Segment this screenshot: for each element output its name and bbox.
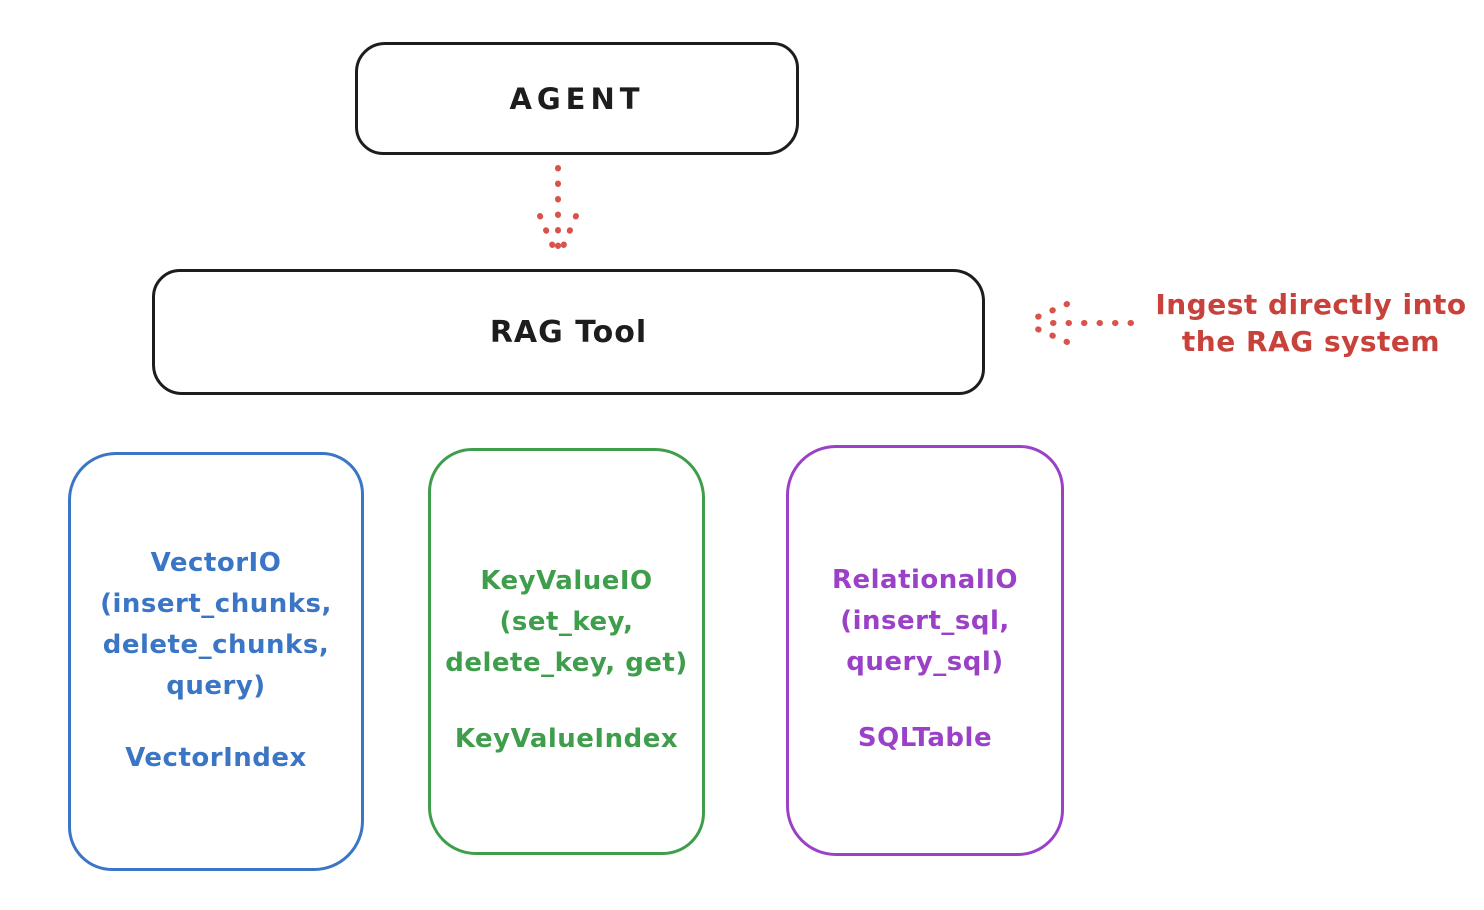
keyvalue-index-label: KeyValueIndex bbox=[454, 724, 679, 754]
dotted-arrow-down-icon bbox=[537, 165, 579, 259]
relational-io-line: query_sql) bbox=[846, 647, 1004, 677]
relational-io-line: RelationalIO bbox=[831, 565, 1019, 595]
keyvalue-io-line: delete_key, get) bbox=[445, 648, 688, 678]
keyvalue-io-line: (set_key, bbox=[499, 607, 634, 637]
ingest-annotation: Ingest directly into the RAG system bbox=[1138, 286, 1484, 360]
dotted-arrow-left-icon bbox=[1023, 301, 1134, 345]
vector-io-label: VectorIO (insert_chunks, delete_chunks, … bbox=[100, 543, 332, 707]
agent-node-label: AGENT bbox=[509, 81, 645, 116]
vector-io-line: delete_chunks, bbox=[102, 630, 330, 660]
ingest-annotation-line2: the RAG system bbox=[1181, 325, 1441, 358]
sql-table-label: SQLTable bbox=[857, 723, 993, 753]
rag-tool-node-label: RAG Tool bbox=[489, 314, 648, 350]
relational-io-label: RelationalIO (insert_sql, query_sql) bbox=[832, 560, 1018, 683]
vector-io-line: query) bbox=[166, 671, 266, 701]
relational-io-node: RelationalIO (insert_sql, query_sql) SQL… bbox=[786, 445, 1064, 856]
rag-tool-node: RAG Tool bbox=[152, 269, 985, 395]
vector-io-node: VectorIO (insert_chunks, delete_chunks, … bbox=[68, 452, 364, 871]
vector-io-line: VectorIO bbox=[150, 548, 282, 578]
relational-io-line: (insert_sql, bbox=[840, 606, 1010, 636]
vector-io-line: (insert_chunks, bbox=[100, 589, 332, 619]
keyvalue-io-node: KeyValueIO (set_key, delete_key, get) Ke… bbox=[428, 448, 705, 855]
agent-node: AGENT bbox=[355, 42, 799, 155]
vector-index-label: VectorIndex bbox=[125, 743, 307, 773]
keyvalue-io-line: KeyValueIO bbox=[480, 566, 653, 596]
ingest-annotation-line1: Ingest directly into bbox=[1155, 288, 1467, 321]
keyvalue-io-label: KeyValueIO (set_key, delete_key, get) bbox=[445, 561, 688, 684]
